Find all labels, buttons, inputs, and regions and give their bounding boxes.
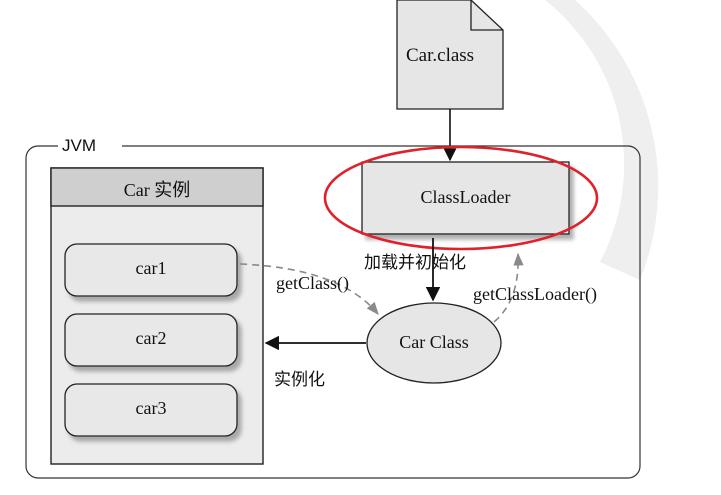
classloader-label: ClassLoader [420,187,511,207]
getclassloader-arrow [493,252,524,323]
getclassloader-label: getClassLoader() [473,284,597,304]
car2-label: car2 [135,328,167,348]
car3-label: car3 [135,398,167,418]
classloader-box [361,161,570,235]
car-class-label: Car Class [399,332,469,352]
car-class-file-icon [396,0,504,110]
car1-label: car1 [135,258,167,278]
getclass-label: getClass() [276,273,349,293]
instantiate-label: 实例化 [274,370,325,390]
jvm-container [25,145,641,479]
instances-header: Car 实例 [123,180,191,200]
car3-box [64,383,238,437]
car2-box [64,313,238,367]
car-class-node [366,302,502,384]
file-label: Car.class [406,45,475,66]
car1-box [64,243,238,297]
getclass-arrow [239,263,379,315]
jvm-label: JVM [62,136,96,155]
load-init-label: 加载并初始化 [364,253,466,273]
classloader-highlight [323,145,599,251]
instances-header-bg [50,167,264,207]
watermark-arc [545,0,659,280]
